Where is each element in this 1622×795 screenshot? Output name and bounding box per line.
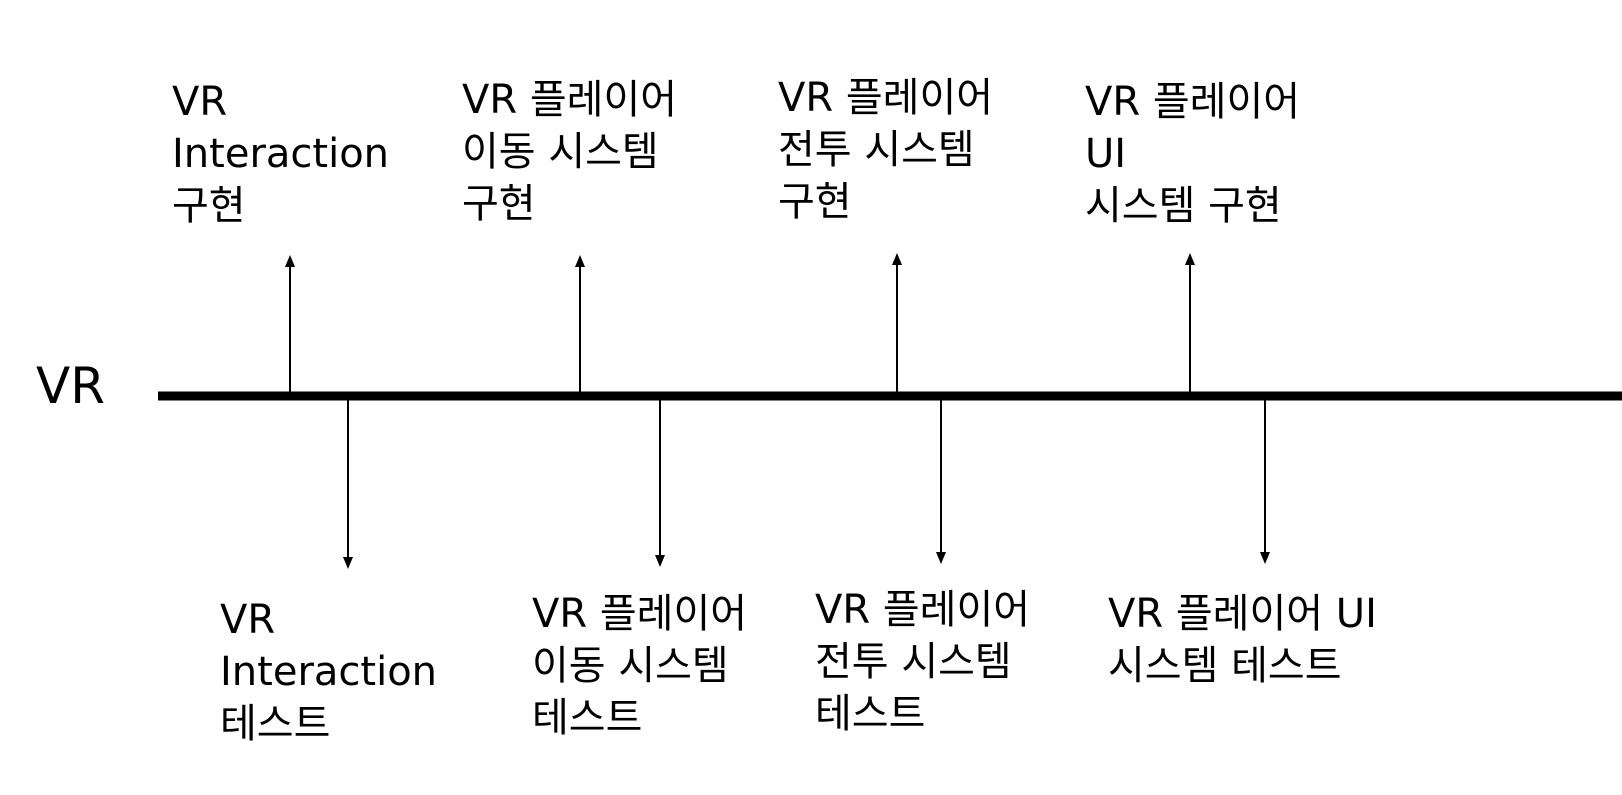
milestone-movement-impl: VR 플레이어 이동 시스템 구현 [462,74,677,230]
milestone-line: 구현 [462,181,536,227]
milestone-line: 이동 시스템 [462,129,659,175]
milestone-interaction-impl: VR Interaction 구현 [172,76,389,232]
milestone-line: 시스템 구현 [1085,183,1282,229]
arrowhead-down-movement [655,555,665,567]
arrowhead-up-ui [1185,253,1195,265]
milestone-ui-test: VR 플레이어 UI 시스템 테스트 [1108,588,1377,692]
milestone-line: VR 플레이어 [532,591,748,637]
milestone-line: 전투 시스템 [778,127,975,173]
milestone-line: 테스트 [220,701,331,747]
milestone-line: VR 플레이어 [778,75,994,121]
arrowhead-up-movement [575,255,585,267]
milestone-line: 이동 시스템 [532,643,729,689]
milestone-line: VR 플레이어 [462,77,678,123]
milestone-line: VR [220,597,276,643]
milestone-line: VR 플레이어 [1085,79,1301,125]
milestone-line: 구현 [778,179,852,225]
milestone-line: VR [172,79,228,125]
milestone-line: Interaction [220,649,438,695]
milestone-line: 테스트 [532,695,643,741]
arrowhead-up-interaction [285,255,295,267]
milestone-movement-test: VR 플레이어 이동 시스템 테스트 [532,588,747,744]
milestone-combat-impl: VR 플레이어 전투 시스템 구현 [778,72,993,228]
arrowhead-down-interaction [343,557,353,569]
arrowhead-up-combat [892,253,902,265]
arrowhead-down-ui [1260,552,1270,564]
milestone-line: 테스트 [815,691,926,737]
milestone-line: VR 플레이어 [815,587,1031,633]
arrowhead-down-combat [936,552,946,564]
milestone-line: Interaction [172,131,390,177]
track-label: VR [36,357,105,415]
milestone-line: 전투 시스템 [815,639,1012,685]
milestone-interaction-test: VR Interaction 테스트 [220,594,437,750]
milestone-line: VR 플레이어 UI [1108,591,1377,637]
milestone-combat-test: VR 플레이어 전투 시스템 테스트 [815,584,1030,740]
milestone-line: 시스템 테스트 [1108,643,1342,689]
milestone-line: 구현 [172,183,246,229]
milestone-line: UI [1085,131,1127,177]
milestone-ui-impl: VR 플레이어 UI 시스템 구현 [1085,76,1300,232]
